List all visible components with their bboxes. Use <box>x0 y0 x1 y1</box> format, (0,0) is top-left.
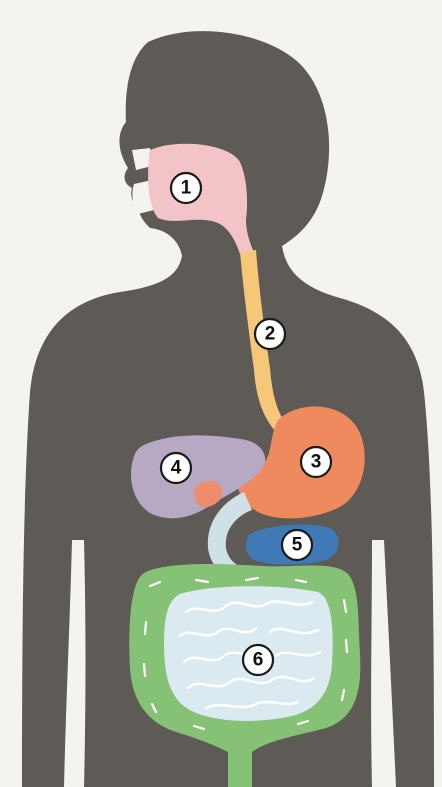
marker-label-2: 2 <box>265 324 276 345</box>
marker-2: 2 <box>255 319 285 349</box>
marker-label-6: 6 <box>253 650 264 671</box>
marker-4: 4 <box>161 453 191 483</box>
marker-label-1: 1 <box>181 178 192 199</box>
marker-label-4: 4 <box>171 458 182 479</box>
marker-1: 1 <box>171 173 201 203</box>
marker-label-5: 5 <box>292 535 303 556</box>
marker-5: 5 <box>282 530 312 560</box>
marker-6: 6 <box>243 645 273 675</box>
marker-label-3: 3 <box>311 452 322 473</box>
marker-3: 3 <box>301 447 331 477</box>
